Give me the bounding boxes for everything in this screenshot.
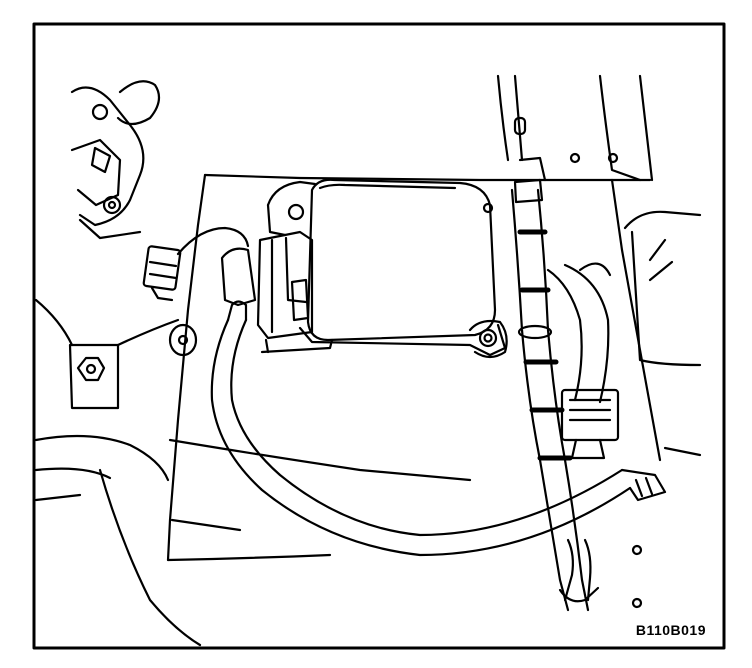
branch-harness (546, 262, 612, 404)
module-connector (256, 230, 334, 354)
bracket-bolt (76, 356, 106, 382)
seat-bracket (70, 80, 161, 240)
floor-panel (34, 173, 652, 647)
harness-cable (210, 247, 667, 557)
lower-harness (558, 538, 643, 609)
wiring-loom (510, 156, 590, 612)
floor-hole (168, 323, 198, 357)
sensor-connector (142, 226, 250, 302)
sensor-wire (176, 226, 250, 256)
illustration-frame (32, 22, 726, 650)
body-rail (496, 74, 702, 462)
figure-code-label: B110B019 (635, 622, 706, 638)
airbag-module (266, 178, 508, 359)
harness-connector (560, 388, 620, 460)
